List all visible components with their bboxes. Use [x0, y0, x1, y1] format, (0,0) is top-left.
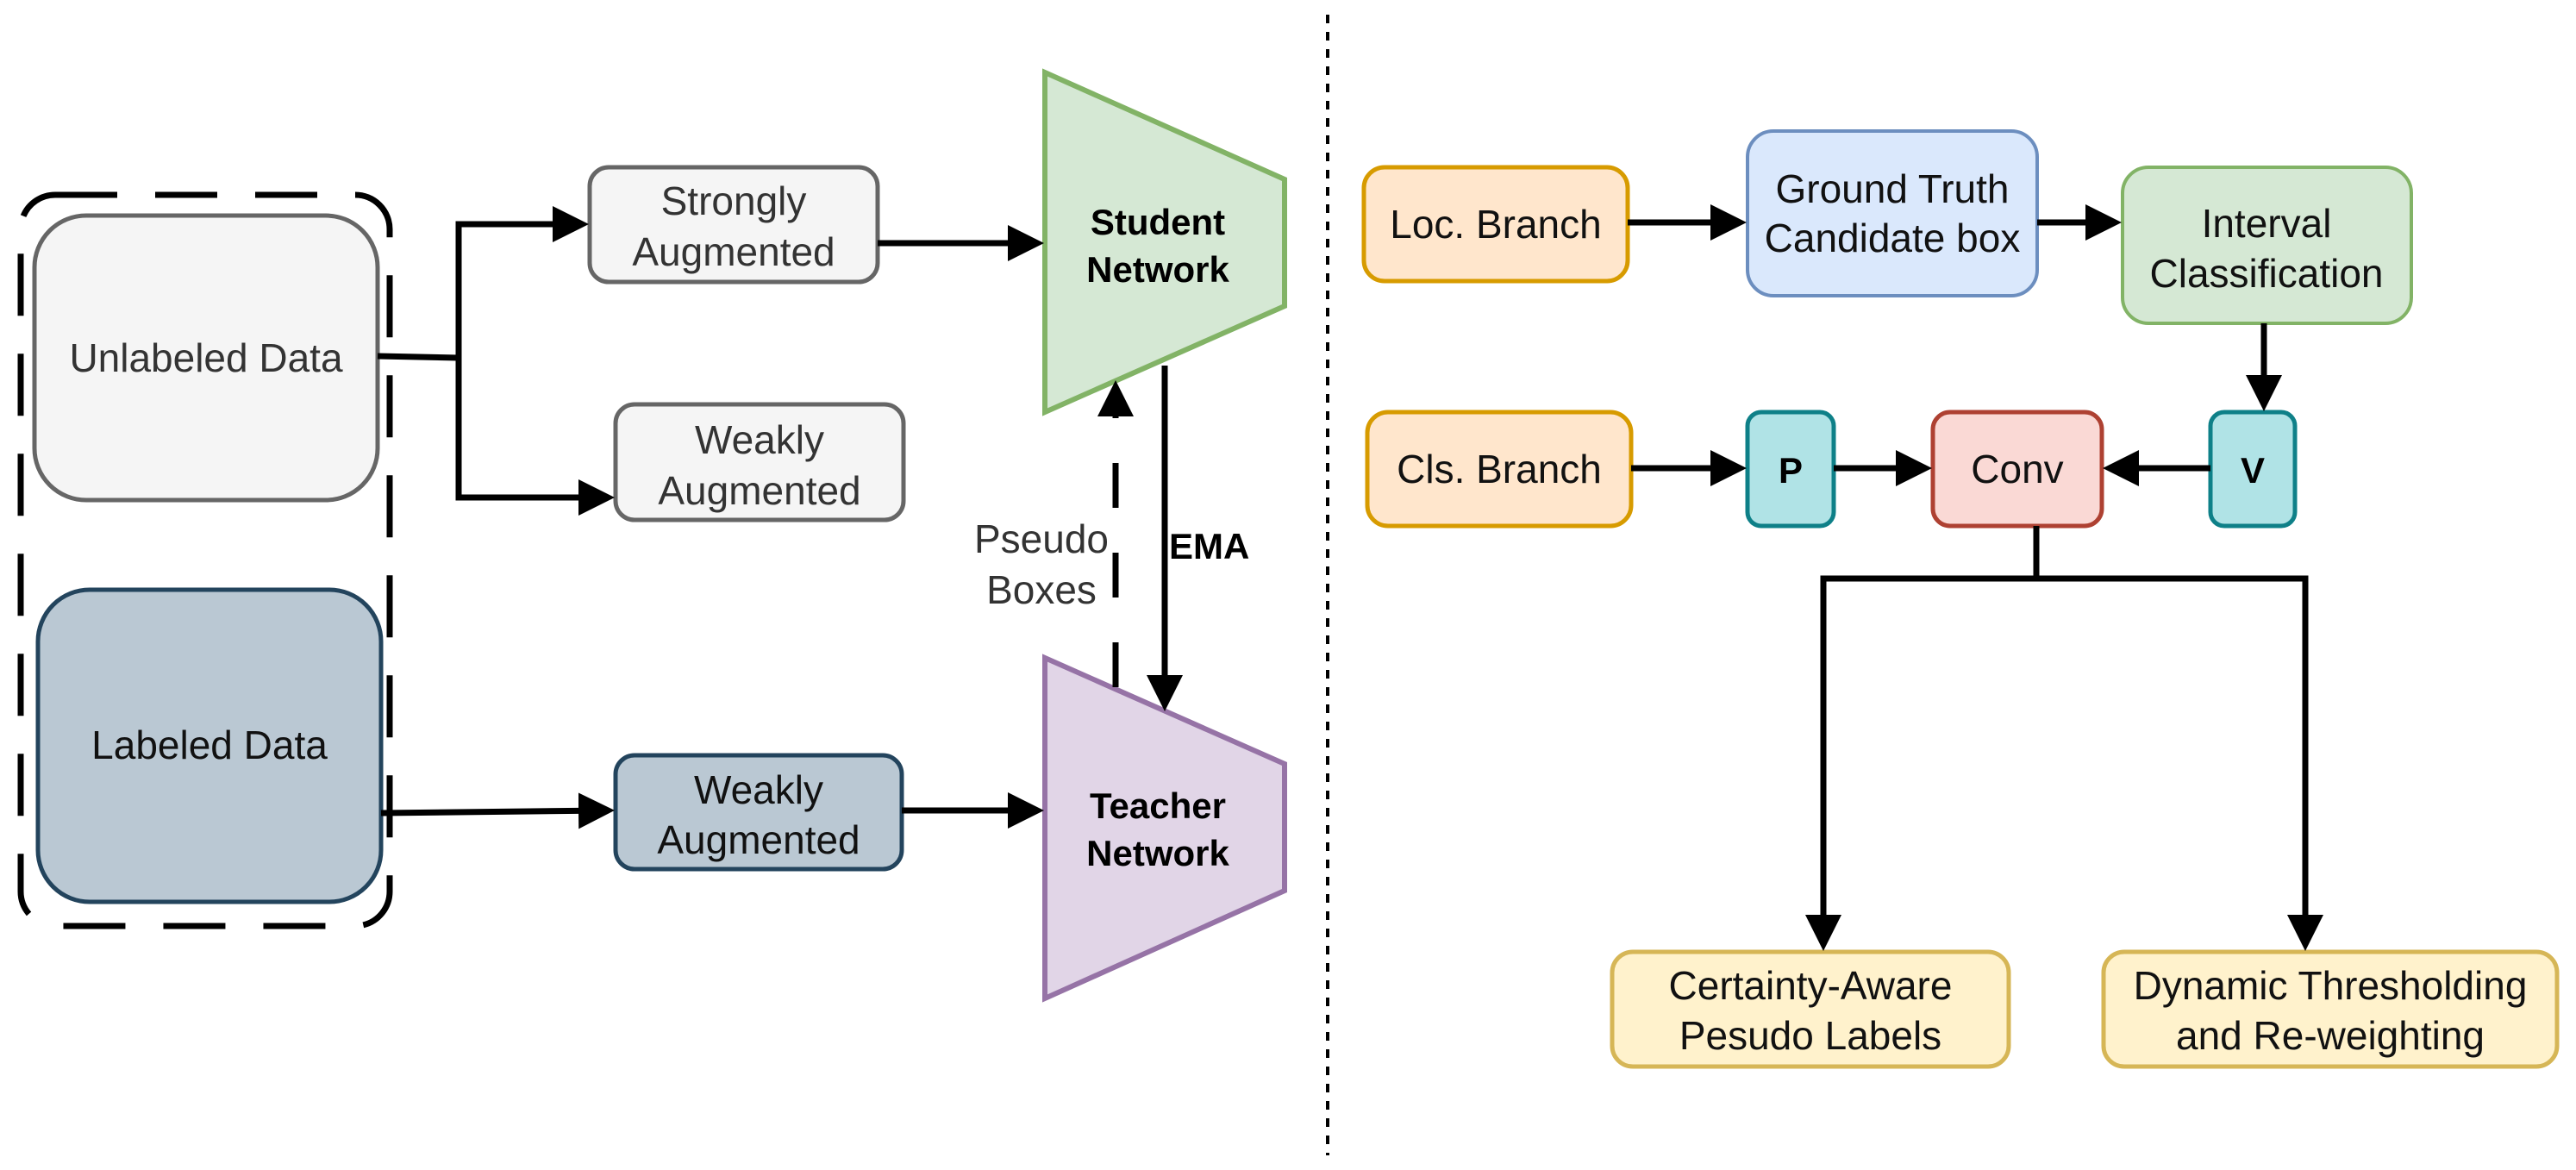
labeled-data-label: Labeled Data [91, 723, 328, 767]
weakly-augmented-unlabeled-node[interactable]: Weakly Augmented [613, 402, 906, 522]
student-network-line1: Student [1091, 202, 1225, 242]
dynamic-thresholding-line1: Dynamic Thresholding [2134, 963, 2528, 1008]
student-network-node[interactable]: Student Network [1042, 68, 1287, 416]
certainty-aware-line2: Pesudo Labels [1679, 1013, 1941, 1058]
certainty-aware-node[interactable]: Certainty-Aware Pesudo Labels [1610, 949, 2011, 1069]
loc-branch-label: Loc. Branch [1390, 202, 1601, 247]
teacher-network-shape [1042, 654, 1287, 1003]
loc-branch-node[interactable]: Loc. Branch [1361, 165, 1630, 284]
weakly-augmented-unlabeled-line2: Augmented [658, 468, 860, 513]
v-label: V [2241, 450, 2265, 491]
pseudo-boxes-label-line1: Pseudo [974, 516, 1109, 561]
certainty-aware-box [1610, 949, 2011, 1069]
ground-truth-node[interactable]: Ground Truth Candidate box [1746, 129, 2039, 297]
labeled-data-node[interactable]: Labeled Data [35, 587, 384, 904]
conv-box [1930, 410, 2104, 529]
dynamic-thresholding-node[interactable]: Dynamic Thresholding and Re-weighting [2101, 949, 2560, 1069]
conv-node[interactable]: Conv [1930, 410, 2104, 529]
p-label: P [1779, 450, 1803, 491]
weakly-augmented-unlabeled-box [613, 402, 906, 522]
ema-label: EMA [1169, 526, 1249, 566]
unlabeled-data-node[interactable]: Unlabeled Data [32, 213, 380, 503]
labeled-data-box [35, 587, 384, 904]
ground-truth-line2: Candidate box [1765, 216, 2021, 260]
certainty-aware-line1: Certainty-Aware [1669, 963, 1953, 1008]
pseudo-boxes-label-line2: Boxes [986, 567, 1097, 612]
weakly-augmented-unlabeled-line1: Weakly [695, 417, 824, 462]
unlabeled-data-label: Unlabeled Data [69, 335, 343, 380]
dynamic-thresholding-box [2101, 949, 2560, 1069]
strongly-augmented-line2: Augmented [632, 229, 835, 274]
student-network-line2: Network [1086, 249, 1229, 290]
v-node[interactable]: V [2208, 410, 2298, 529]
student-network-shape [1042, 68, 1287, 416]
edge-to-dynamic [2036, 575, 2323, 951]
weakly-augmented-labeled-line1: Weakly [694, 767, 823, 812]
weakly-augmented-labeled-node[interactable]: Weakly Augmented [613, 753, 904, 872]
teacher-network-line1: Teacher [1090, 785, 1226, 826]
strongly-augmented-line1: Strongly [661, 178, 807, 223]
edge-to-weakly-unlabeled [455, 358, 615, 516]
teacher-network-node[interactable]: Teacher Network [1042, 654, 1287, 1003]
data-group-dashed-border [17, 191, 393, 929]
edge-unlabeled-split [377, 353, 460, 361]
strongly-augmented-node[interactable]: Strongly Augmented [587, 165, 880, 285]
conv-label: Conv [1971, 447, 2063, 491]
strongly-augmented-box [587, 165, 880, 285]
edge-to-certainty [1805, 575, 2036, 951]
ground-truth-box [1746, 129, 2039, 297]
ground-truth-line1: Ground Truth [1775, 166, 2009, 211]
cls-branch-node[interactable]: Cls. Branch [1365, 410, 1634, 529]
teacher-network-line2: Network [1086, 833, 1229, 873]
edge-to-strongly [455, 206, 589, 358]
interval-classification-line2: Classification [2150, 251, 2384, 296]
weakly-augmented-labeled-line2: Augmented [657, 817, 860, 862]
p-node[interactable]: P [1745, 410, 1836, 529]
edge-labeled-to-weakly [380, 792, 615, 829]
cls-branch-label: Cls. Branch [1397, 447, 1602, 491]
dynamic-thresholding-line2: and Re-weighting [2176, 1013, 2485, 1058]
interval-classification-node[interactable]: Interval Classification [2121, 166, 2413, 325]
interval-classification-line1: Interval [2202, 201, 2332, 246]
